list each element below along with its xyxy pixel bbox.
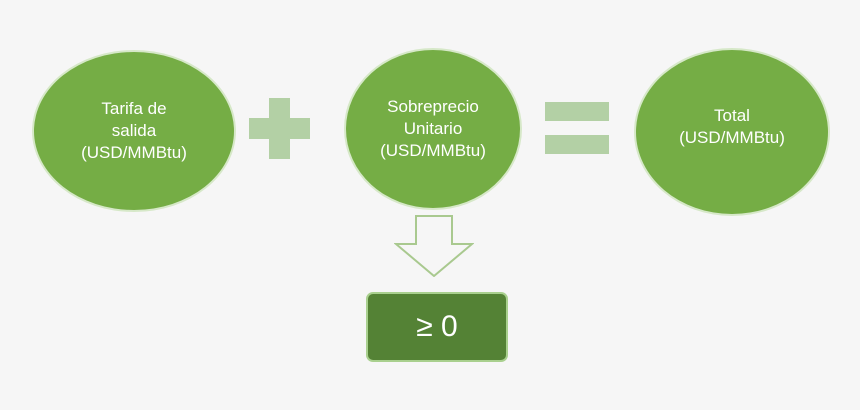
non-negative-constraint-box: ≥ 0 [366,292,508,362]
equals-icon [545,102,609,121]
total-line-1: Total [714,106,750,125]
sobreprecio-unit: (USD/MMBtu) [380,141,486,160]
tarifa-de-salida-circle: Tarifa de salida (USD/MMBtu) [32,50,236,212]
plus-icon-vertical-bar [269,98,290,159]
sobreprecio-unitario-circle: Sobreprecio Unitario (USD/MMBtu) [344,48,522,210]
total-circle: Total (USD/MMBtu) [634,48,830,216]
tarifa-unit: (USD/MMBtu) [81,143,187,162]
down-arrow-icon [394,215,474,277]
total-unit: (USD/MMBtu) [679,128,785,147]
constraint-value: ≥ 0 [416,310,458,343]
tarifa-line-1: Tarifa de [101,99,167,118]
sobreprecio-line-2: Unitario [403,119,463,138]
tarifa-line-2: salida [111,121,157,140]
equals-icon-bottom-bar [545,135,609,154]
sobreprecio-line-1: Sobreprecio [387,97,479,116]
